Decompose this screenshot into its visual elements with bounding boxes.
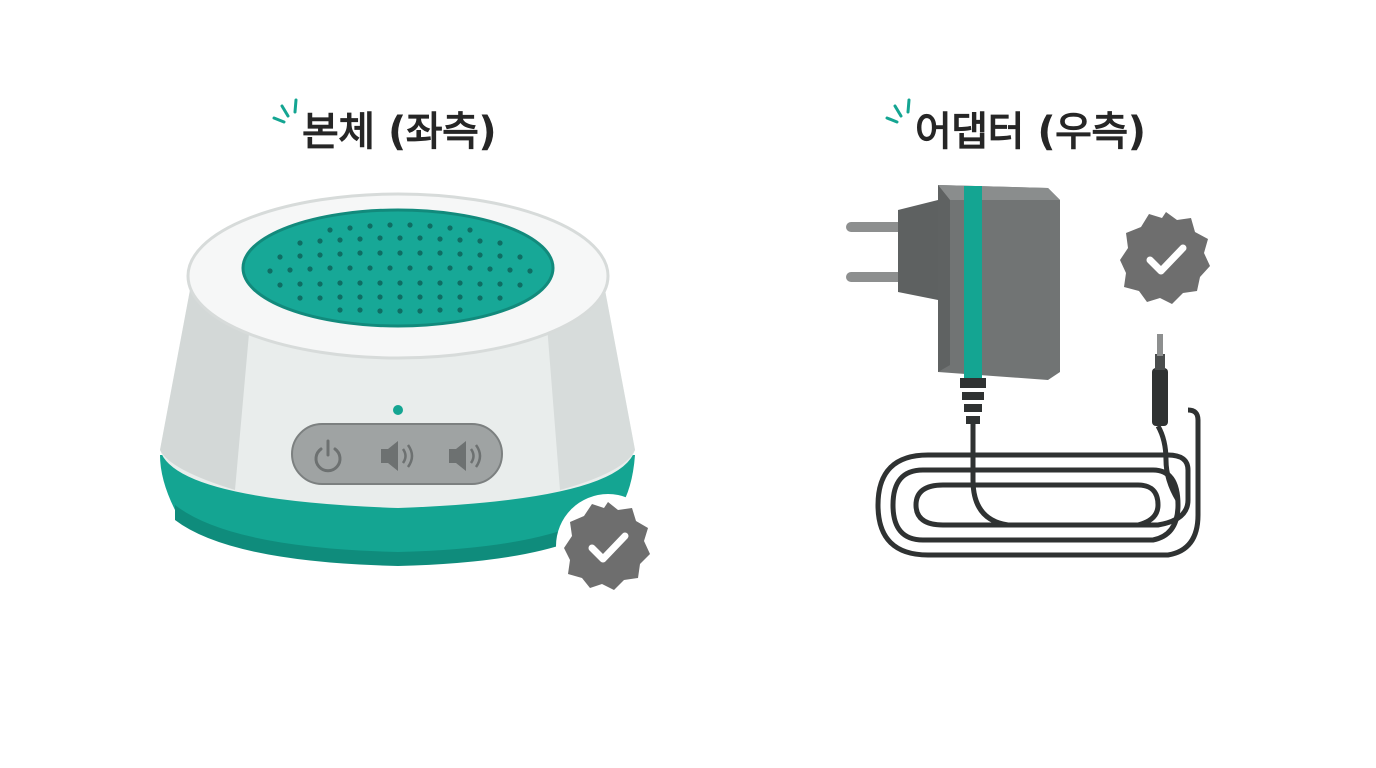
adapter-title: 어댑터 (우측) <box>915 109 1146 155</box>
speaker-device-illustration <box>160 192 660 598</box>
right-panel: 어댑터 (우측) <box>688 0 1376 768</box>
volume-down-icon <box>381 441 414 471</box>
status-led <box>393 405 403 415</box>
power-icon <box>314 439 342 473</box>
coiled-cable <box>875 407 1201 558</box>
speaker-grille <box>267 222 533 314</box>
check-badge-icon <box>1120 212 1210 304</box>
right-title-group: 어댑터 (우측) <box>881 96 1146 152</box>
plug-prong <box>846 222 904 232</box>
left-title-group: 본체 (좌측) <box>268 96 497 155</box>
adapter-accent-stripe <box>964 186 982 378</box>
sparkle-icon <box>272 98 298 124</box>
dc-barrel-plug <box>1152 334 1181 502</box>
power-adapter-illustration <box>846 185 1210 558</box>
left-panel: 본체 (좌측) <box>160 96 660 598</box>
check-badge-icon <box>556 494 660 598</box>
plug-prong <box>846 272 904 282</box>
main-unit-title: 본체 (좌측) <box>302 109 497 155</box>
volume-up-icon <box>449 441 482 471</box>
adapter-body <box>938 185 1060 380</box>
cable-strain-relief <box>960 378 986 424</box>
sparkle-icon <box>885 98 911 124</box>
